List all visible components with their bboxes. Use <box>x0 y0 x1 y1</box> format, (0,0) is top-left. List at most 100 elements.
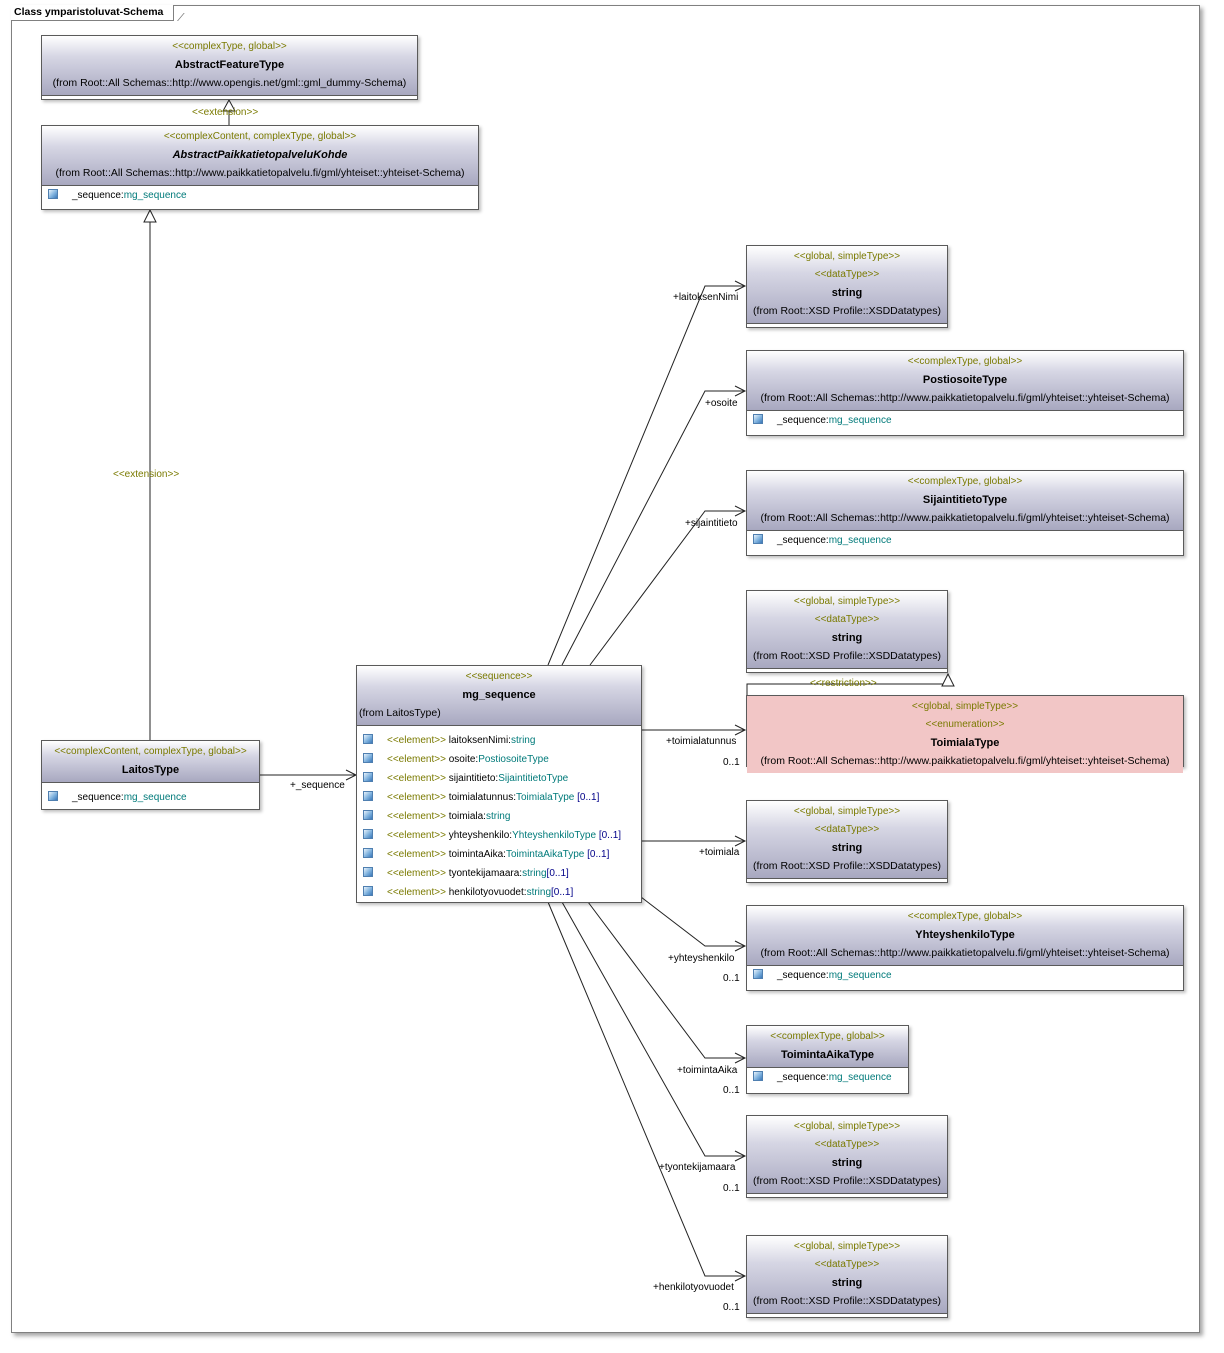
element-type: ToimialaType <box>515 792 575 803</box>
class-origin: (from Root::All Schemas::http://www.paik… <box>760 392 1170 404</box>
attribute-row[interactable]: _sequence:mg_sequence <box>747 1068 908 1087</box>
assoc-henkilotyovuodet <box>547 901 745 1277</box>
class-abstract-feature-type[interactable]: <<complexType, global>> AbstractFeatureT… <box>41 35 418 100</box>
class-origin: (from Root::All Schemas::http://www.paik… <box>760 947 1170 959</box>
element-icon <box>363 810 373 820</box>
element-name: tyontekijamaara: <box>448 868 523 879</box>
class-name: string <box>831 1157 863 1169</box>
element-stereotype: <<element>> <box>387 849 446 860</box>
class-origin: (from Root::XSD Profile::XSDDatatypes) <box>753 1175 941 1187</box>
attribute-icon <box>48 189 58 199</box>
class-name: AbstractFeatureType <box>174 59 285 71</box>
element-icon <box>363 734 373 744</box>
sequence-element-row[interactable]: <<element>> laitoksenNimi:string <box>357 731 641 750</box>
element-type: string <box>522 868 547 879</box>
class-string-3[interactable]: <<global, simpleType>> <<dataType>> stri… <box>746 800 948 883</box>
sequence-element-row[interactable]: <<element>> toimintaAika:ToimintaAikaTyp… <box>357 845 641 864</box>
sequence-element-row[interactable]: <<element>> henkilotyovuodet:string[0..1… <box>357 883 641 902</box>
attribute-row[interactable]: _sequence:mg_sequence <box>42 788 259 807</box>
attribute-row[interactable]: _sequence:mg_sequence <box>747 966 1183 985</box>
class-string-2[interactable]: <<global, simpleType>> <<dataType>> stri… <box>746 590 948 673</box>
class-sijaintitieto-type[interactable]: <<complexType, global>> SijaintitietoTyp… <box>746 470 1184 556</box>
class-origin: (from Root::All Schemas::http://www.open… <box>52 77 407 89</box>
class-name: ToimintaAikaType <box>780 1049 875 1061</box>
attribute-icon <box>48 791 58 801</box>
class-yhteyshenkilo-type[interactable]: <<complexType, global>> YhteyshenkiloTyp… <box>746 905 1184 991</box>
mult-yhteyshenkilo: 0..1 <box>723 973 740 984</box>
stereotype: <<dataType>> <box>814 614 880 625</box>
sequence-element-row[interactable]: <<element>> yhteyshenkilo:YhteyshenkiloT… <box>357 826 641 845</box>
class-name: PostiosoiteType <box>922 374 1008 386</box>
mult-toimintaAika: 0..1 <box>723 1085 740 1096</box>
sequence-element-row[interactable]: <<element>> tyontekijamaara:string[0..1] <box>357 864 641 883</box>
attribute-icon <box>753 414 763 424</box>
attribute-row[interactable]: _sequence:mg_sequence <box>747 531 1183 550</box>
mult-henkilotyovuodet: 0..1 <box>723 1302 740 1313</box>
attribute-row[interactable]: _sequence:mg_sequence <box>747 411 1183 430</box>
attribute-compartment: _sequence:mg_sequence <box>747 530 1183 550</box>
diagram-title: Class ymparistoluvat-Schema <box>11 5 175 21</box>
assoc-yhteyshenkilo <box>640 896 745 947</box>
stereotype: <<complexType, global>> <box>172 41 287 52</box>
attribute-icon <box>753 969 763 979</box>
element-stereotype: <<element>> <box>387 830 446 841</box>
stereotype: <<global, simpleType>> <box>911 701 1019 712</box>
sequence-element-row[interactable]: <<element>> toimialatunnus:ToimialaType … <box>357 788 641 807</box>
role-tyontekijamaara: +tyontekijamaara <box>659 1162 736 1173</box>
element-type: string <box>485 811 511 822</box>
attribute-compartment <box>747 323 947 331</box>
element-stereotype: <<element>> <box>387 735 446 746</box>
stereotype: <<complexContent, complexType, global>> <box>54 746 247 757</box>
element-type: string <box>510 735 536 746</box>
element-type: ToimintaAikaType <box>505 849 585 860</box>
attribute-row[interactable]: _sequence:mg_sequence <box>42 186 478 205</box>
stereotype: <<dataType>> <box>814 824 880 835</box>
sequence-role-label: +_sequence <box>290 780 345 791</box>
class-abstract-paikkatietopalvelu-kohde[interactable]: <<complexContent, complexType, global>> … <box>41 125 479 210</box>
element-multiplicity: [0..1] <box>551 887 574 898</box>
class-toiminta-aika-type[interactable]: <<complexType, global>> ToimintaAikaType… <box>746 1025 909 1094</box>
attribute-compartment: _sequence:mg_sequence <box>747 1067 908 1087</box>
stereotype: <<global, simpleType>> <box>793 596 901 607</box>
sequence-element-row[interactable]: <<element>> osoite:PostiosoiteType <box>357 750 641 769</box>
attribute-compartment <box>42 95 417 103</box>
stereotype: <<global, simpleType>> <box>793 251 901 262</box>
element-icon <box>363 753 373 763</box>
element-stereotype: <<element>> <box>387 754 446 765</box>
element-name: henkilotyovuodet: <box>448 887 527 898</box>
element-name: sijaintitieto: <box>448 773 499 784</box>
element-name: laitoksenNimi: <box>448 735 511 746</box>
attribute-compartment: _sequence:mg_sequence <box>42 782 259 807</box>
sequence-element-row[interactable]: <<element>> toimiala:string <box>357 807 641 826</box>
class-string-5[interactable]: <<global, simpleType>> <<dataType>> stri… <box>746 1235 948 1318</box>
class-origin: (from Root::XSD Profile::XSDDatatypes) <box>753 650 941 662</box>
generalization-arrow-mid <box>143 208 157 223</box>
class-origin: (from Root::All Schemas::http://www.paik… <box>760 512 1170 524</box>
element-icon <box>363 848 373 858</box>
element-icon <box>363 829 373 839</box>
element-name: yhteyshenkilo: <box>448 830 513 841</box>
stereotype: <<dataType>> <box>814 1259 880 1270</box>
stereotype: <<global, simpleType>> <box>793 1121 901 1132</box>
class-name: SijaintitietoType <box>922 494 1008 506</box>
class-postiosoite-type[interactable]: <<complexType, global>> PostiosoiteType … <box>746 350 1184 436</box>
class-string-1[interactable]: <<global, simpleType>> <<dataType>> stri… <box>746 245 948 328</box>
class-mg-sequence[interactable]: <<sequence>> mg_sequence (from LaitosTyp… <box>356 665 642 903</box>
element-multiplicity: [0..1] <box>574 792 600 803</box>
element-name: osoite: <box>448 754 479 765</box>
role-toimiala: +toimiala <box>699 847 740 858</box>
class-string-4[interactable]: <<global, simpleType>> <<dataType>> stri… <box>746 1115 948 1198</box>
sequence-element-row[interactable]: <<element>> sijaintitieto:SijaintitietoT… <box>357 769 641 788</box>
element-multiplicity: [0..1] <box>546 868 569 879</box>
role-toimintaAika: +toimintaAika <box>677 1065 738 1076</box>
assoc-toimintaAika <box>587 901 745 1059</box>
class-origin: (from Root::XSD Profile::XSDDatatypes) <box>753 305 941 317</box>
attribute-compartment <box>747 1193 947 1201</box>
attribute-compartment <box>747 878 947 886</box>
element-icon <box>363 791 373 801</box>
restriction-edge <box>746 683 948 695</box>
element-type: PostiosoiteType <box>478 754 549 765</box>
role-sijaintitieto: +sijaintitieto <box>685 518 738 529</box>
class-toimiala-type[interactable]: <<global, simpleType>> <<enumeration>> T… <box>746 695 1184 773</box>
class-laitos-type[interactable]: <<complexContent, complexType, global>> … <box>41 740 260 810</box>
